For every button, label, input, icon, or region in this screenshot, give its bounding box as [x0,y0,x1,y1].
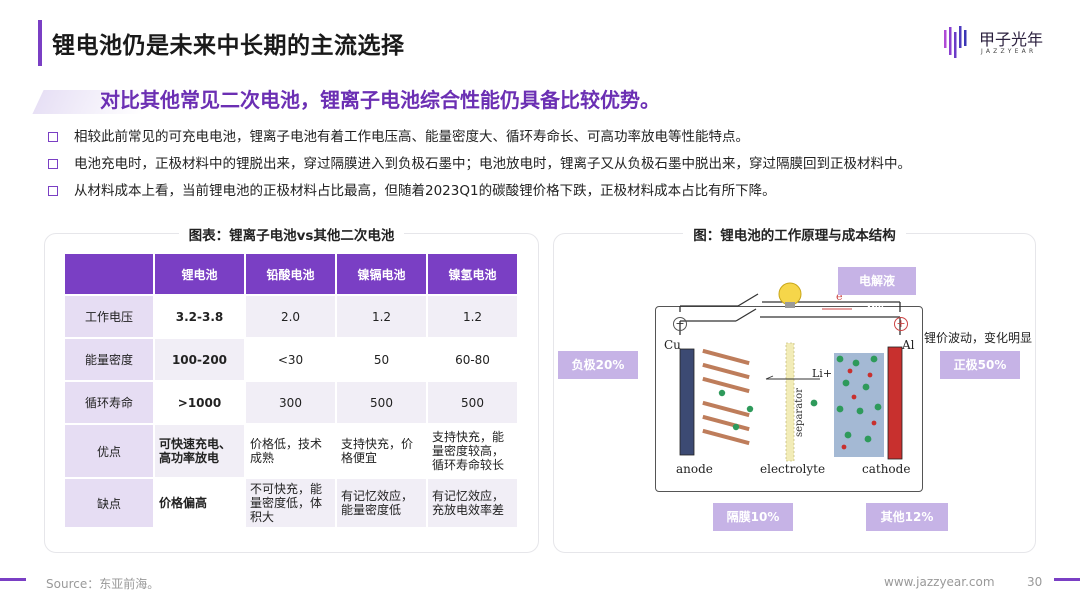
cu-label: Cu [664,338,681,352]
table-cell: 300 [246,382,337,425]
anode-label: anode [676,462,713,476]
bullet-list: 相较此前常见的可充电电池，锂离子电池有着工作电压高、能量密度大、循环寿命长、可高… [48,127,1048,208]
bullet-text: 相较此前常见的可充电电池，锂离子电池有着工作电压高、能量密度大、循环寿命长、可高… [74,129,749,145]
brand-logo: 甲子光年 JAZZYEAR [943,22,1053,62]
bullet-square-icon [48,186,58,196]
electrolyte-label: electrolyte [760,462,825,476]
table-header-cell: 镍镉电池 [337,254,428,296]
logo-sub: JAZZYEAR [981,48,1037,55]
subtitle: 对比其他常见二次电池，锂离子电池综合性能仍具备比较优势。 [100,88,660,112]
cathode-plate [887,346,903,460]
tag-cathode-cost: 正极50% [940,351,1020,379]
tag-separator-cost: 隔膜10% [713,503,793,531]
table-cell: 100-200 [155,339,246,382]
li-ion-label: Li+ [812,367,832,380]
bullet-item: 相较此前常见的可充电电池，锂离子电池有着工作电压高、能量密度大、循环寿命长、可高… [48,127,1048,154]
tag-other-cost: 其他12% [866,503,948,531]
table-row-head: 循环寿命 [65,382,155,425]
table-cell: <30 [246,339,337,382]
table-cell: 支持快充，能量密度较高，循环寿命较长 [428,425,519,479]
page-number: 30 [1027,575,1043,589]
table-cell: 50 [337,339,428,382]
table-row: 能量密度 100-200 <30 50 60-80 [65,339,519,382]
logo-name: 甲子光年 [979,30,1044,49]
battery-diagram-drawing: Cu Al anode electrolyte cathode separato… [664,308,915,476]
table-row: 工作电压 3.2-3.8 2.0 1.2 1.2 [65,296,519,339]
comparison-panel-title: 图表：锂离子电池vs其他二次电池 [45,224,538,244]
table-row-head: 工作电压 [65,296,155,339]
table-cell: 60-80 [428,339,519,382]
table-cell: 1.2 [428,296,519,339]
table-cell: 可快速充电、高功率放电 [155,425,246,479]
table-cell: 价格低，技术成熟 [246,425,337,479]
title-accent-bar [38,20,42,66]
table-row-head: 能量密度 [65,339,155,382]
footer-accent-right [1054,578,1080,581]
table-row: 循环寿命 >1000 300 500 500 [65,382,519,425]
table-cell: 500 [428,382,519,425]
table-cell: 3.2-3.8 [155,296,246,339]
separator-label: separator [794,388,805,437]
tag-anode-cost: 负极20% [558,351,638,379]
table-cell: 有记忆效应，能量密度低 [337,479,428,529]
bullet-square-icon [48,132,58,142]
positive-terminal-icon: + [894,317,908,331]
logo-bars-icon [944,26,967,58]
table-cell: 支持快充，价格便宜 [337,425,428,479]
separator-strip [785,342,795,462]
source-note: Source：东亚前海。 [46,577,160,591]
table-header-row: 锂电池 铅酸电池 镍镉电池 镍氢电池 [65,254,519,296]
al-label: Al [901,338,915,352]
table-header-cell: 铅酸电池 [246,254,337,296]
table-cell: 500 [337,382,428,425]
cathode-crystal [834,353,884,457]
table-header-cell [65,254,155,296]
lithium-ion-moving [810,399,818,407]
table-cell: 有记忆效应，充放电效率差 [428,479,519,529]
comparison-table: 锂电池 铅酸电池 镍镉电池 镍氢电池 工作电压 3.2-3.8 2.0 1.2 … [65,254,519,529]
footer-url: www.jazzyear.com [884,575,995,589]
table-row-head: 缺点 [65,479,155,529]
bullet-square-icon [48,159,58,169]
table-header-cell: 锂电池 [155,254,246,296]
bullet-text: 从材料成本上看，当前锂电池的正极材料占比最高，但随着2023Q1的碳酸锂价格下跌… [74,183,776,199]
table-header-cell: 镍氢电池 [428,254,519,296]
battery-diagram: Cu Al anode electrolyte cathode separato… [655,306,923,492]
tag-electrolyte: 电解液8% [838,267,916,316]
cathode-label: cathode [862,462,910,476]
bullet-text: 电池充电时，正极材料中的锂脱出来，穿过隔膜进入到负极石墨中；电池放电时，锂离子又… [74,156,911,172]
table-cell: 不可快充，能量密度低，体积大 [246,479,337,529]
light-bulb-icon [778,282,802,308]
table-row: 缺点 价格偏高 不可快充，能量密度低，体积大 有记忆效应，能量密度低 有记忆效应… [65,479,519,529]
diagram-panel-title: 图：锂电池的工作原理与成本结构 [554,224,1035,244]
negative-terminal-icon: − [673,317,687,331]
page-title: 锂电池仍是未来中长期的主流选择 [52,33,405,59]
graphite-layers [702,348,750,446]
table-row: 优点 可快速充电、高功率放电 价格低，技术成熟 支持快充，价格便宜 支持快充，能… [65,425,519,479]
footer-accent-left [0,578,26,581]
table-row-head: 优点 [65,425,155,479]
table-cell: 1.2 [337,296,428,339]
table-cell: >1000 [155,382,246,425]
anode-plate [679,348,695,456]
bullet-item: 从材料成本上看，当前锂电池的正极材料占比最高，但随着2023Q1的碳酸锂价格下跌… [48,181,1048,208]
table-cell: 2.0 [246,296,337,339]
lithium-ions-anode [718,389,754,431]
bullet-item: 电池充电时，正极材料中的锂脱出来，穿过隔膜进入到负极石墨中；电池放电时，锂离子又… [48,154,1048,181]
circuit-top: e⁻ [679,282,901,312]
comparison-panel: 图表：锂离子电池vs其他二次电池 锂电池 铅酸电池 镍镉电池 镍氢电池 工作电压… [44,228,539,553]
lithium-price-note: 锂价波动，变化明显 [924,331,1033,345]
table-cell: 价格偏高 [155,479,246,529]
